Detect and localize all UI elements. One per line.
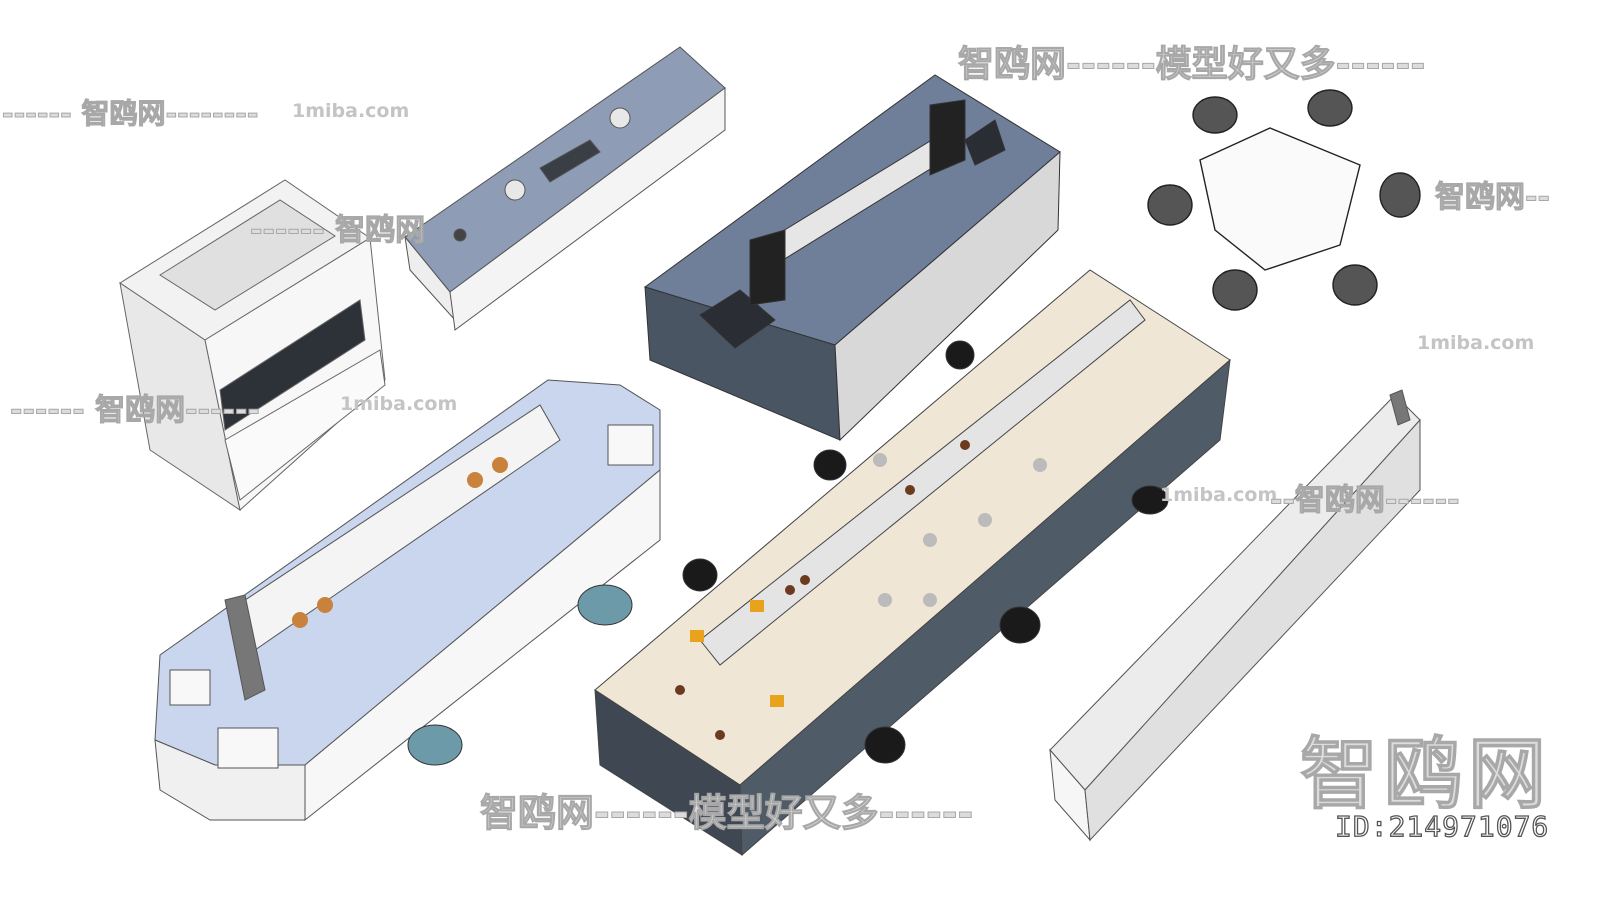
watermark-right-brand: --智鸥网------ bbox=[1270, 483, 1461, 519]
watermark-bottom-banner: 智鸥网------模型好又多------ bbox=[479, 791, 974, 836]
fume-hood bbox=[119, 179, 386, 512]
watermark-mid-brand: ------ 智鸥网------ bbox=[10, 393, 261, 429]
octagonal-bench-with-reagent-shelves bbox=[154, 379, 661, 822]
hexagonal-meeting-table bbox=[1147, 89, 1421, 311]
watermark-site: 1miba.com bbox=[1160, 484, 1278, 506]
watermark-mid-brand: ------ 智鸥网 bbox=[249, 213, 426, 249]
island-bench-beige-top bbox=[594, 269, 1231, 857]
watermark-top-banner: 智鸥网------模型好又多------ bbox=[957, 44, 1426, 86]
watermark-left-brand: ------ 智鸥网-------- bbox=[1, 97, 259, 131]
watermark-site: 1miba.com bbox=[340, 393, 458, 415]
island-bench-dark-top bbox=[643, 74, 1061, 442]
watermark-right-brand: 智鸥网-- bbox=[1435, 180, 1551, 216]
model-id-label: ID:214971076 bbox=[1334, 809, 1550, 843]
watermark-site: 1miba.com bbox=[292, 100, 410, 122]
watermark-site: 1miba.com bbox=[1417, 332, 1535, 354]
watermark-logo: 智鸥网 bbox=[1299, 730, 1553, 821]
wall-bench-right bbox=[1049, 389, 1421, 842]
bench-with-microscopes bbox=[404, 46, 726, 331]
lab-stools bbox=[407, 340, 1169, 766]
